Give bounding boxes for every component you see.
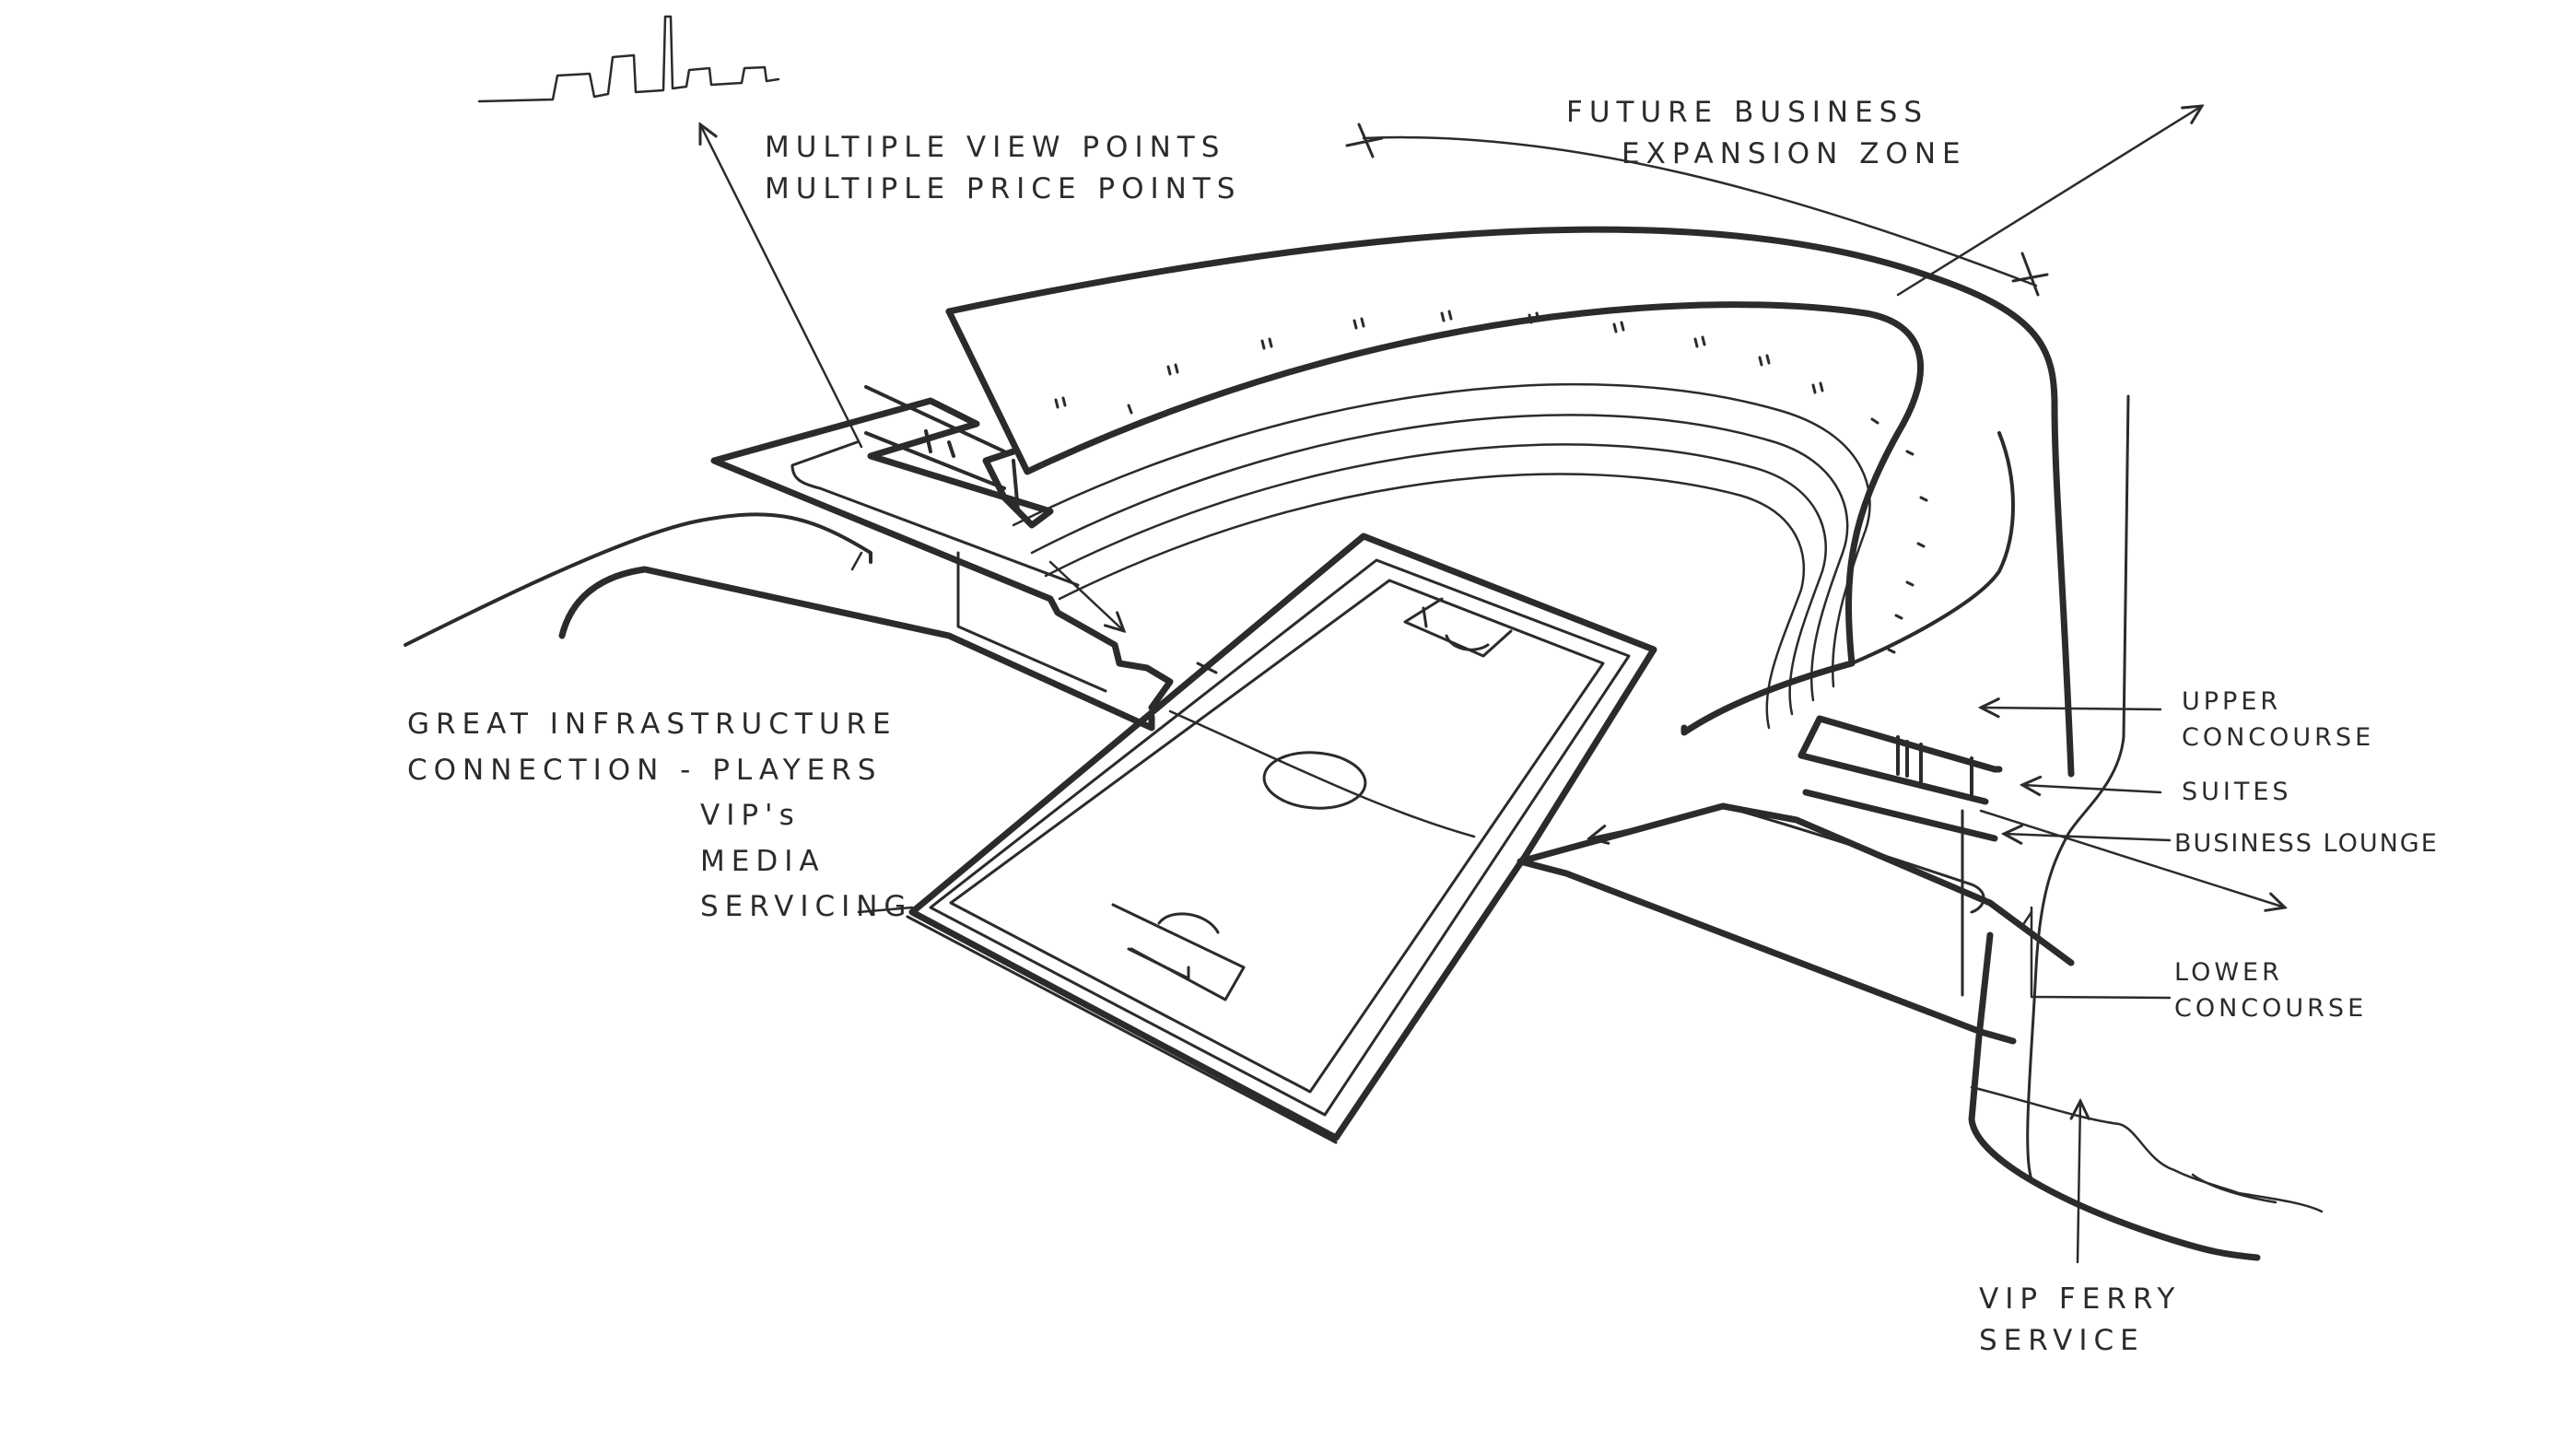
water-line-2 xyxy=(2191,1173,2277,1204)
tier-line-4 xyxy=(1058,473,1806,730)
left-stand-arrow xyxy=(1048,560,1124,631)
label-infrastructure-line5: SERVICING xyxy=(700,890,913,924)
left-podium-lower xyxy=(558,566,1155,732)
label-multiple-points: MULTIPLE VIEW POINTS MULTIPLE PRICE POIN… xyxy=(765,127,1241,210)
upper-stand-outline xyxy=(1850,431,2015,665)
right-suite-boxes xyxy=(1896,735,1973,796)
label-lower-concourse-line2: CONCOURSE xyxy=(2174,994,2368,1024)
pitch-outer xyxy=(908,533,1657,1142)
right-stand xyxy=(1516,802,2075,1045)
label-future-business-line2: EXPANSION ZONE xyxy=(1622,136,1967,170)
goal-area-bottom xyxy=(1127,947,1190,980)
upper-concourse-arrow xyxy=(1981,708,2162,709)
tier-line-1 xyxy=(1012,382,1871,688)
future-zone-tick-right xyxy=(2011,252,2049,297)
label-vip-ferry-line2: SERVICE xyxy=(1979,1323,2145,1357)
pitch-left-edge xyxy=(906,915,1338,1144)
halfway-line xyxy=(1168,709,1476,838)
riverbank-upper xyxy=(2026,394,2130,1181)
city-skyline xyxy=(477,15,780,103)
label-lower-concourse-line1: LOWER xyxy=(2174,958,2283,987)
penalty-arc-bottom xyxy=(1157,912,1220,934)
right-stand-slab xyxy=(1797,715,2003,842)
right-concourse-curve xyxy=(1721,804,1985,914)
label-suites: SUITES xyxy=(2182,778,2292,806)
left-stand xyxy=(710,397,1174,711)
goal-area-top xyxy=(1422,606,1428,628)
centre-circle xyxy=(1262,751,1367,810)
label-upper-concourse-line2: CONCOURSE xyxy=(2182,723,2375,753)
label-infrastructure-line3: VIP's xyxy=(700,799,801,833)
label-lower-concourse: LOWER CONCOURSE xyxy=(2174,954,2367,1026)
service-road-arrow xyxy=(1979,809,2285,908)
label-business-lounge: BUSINESS LOUNGE xyxy=(2174,829,2439,858)
right-stand-arrow xyxy=(1589,814,1697,838)
lower-concourse-bracket xyxy=(2020,910,2033,928)
pitch-surround xyxy=(929,558,1631,1117)
water-line xyxy=(1970,1085,2324,1213)
left-stand-balcony xyxy=(864,385,1020,513)
tier-line-2 xyxy=(1030,414,1849,702)
label-vip-ferry: VIP FERRY SERVICE xyxy=(1979,1279,2181,1362)
left-stand-inner xyxy=(790,440,1080,587)
future-zone-tick-left xyxy=(1345,123,1384,158)
expansion-arrow xyxy=(1896,106,2202,297)
penalty-arc-top xyxy=(1445,634,1490,651)
label-infrastructure-line2: CONNECTION - PLAYERS xyxy=(407,753,883,787)
upper-stand-roof xyxy=(945,301,1924,736)
ferry-arrow xyxy=(2078,1101,2080,1264)
lower-concourse-arrow xyxy=(2030,906,2172,1000)
infrastructure-arrow xyxy=(857,906,914,914)
upper-stand-front-edge xyxy=(945,226,2075,778)
label-future-business: FUTURE BUSINESS EXPANSION ZONE xyxy=(1566,92,1967,175)
suites-arrow xyxy=(2022,785,2162,792)
label-infrastructure-line1: GREAT INFRASTRUCTURE xyxy=(407,708,897,741)
label-future-business-line1: FUTURE BUSINESS xyxy=(1566,96,1929,129)
left-podium-arrow xyxy=(850,551,863,571)
pitch-field xyxy=(949,579,1605,1094)
tier-line-3 xyxy=(1044,443,1827,716)
label-infrastructure-line4: MEDIA xyxy=(700,844,825,878)
view-points-arrow xyxy=(700,124,863,449)
label-upper-concourse-line1: UPPER xyxy=(2182,687,2282,716)
label-vip-ferry-line1: VIP FERRY xyxy=(1979,1282,2182,1316)
label-infrastructure: GREAT INFRASTRUCTURE CONNECTION - PLAYER… xyxy=(407,702,912,931)
business-lounge-arrow xyxy=(2004,834,2172,840)
seat-ticks xyxy=(1054,310,1928,654)
future-zone-arrow xyxy=(1362,135,2038,287)
left-podium xyxy=(404,512,872,647)
label-upper-concourse: UPPER CONCOURSE xyxy=(2182,684,2374,755)
label-multiple-view-points: MULTIPLE VIEW POINTS xyxy=(765,131,1226,164)
riverbank-edge xyxy=(1968,931,2261,1261)
label-multiple-price-points: MULTIPLE PRICE POINTS xyxy=(765,171,1242,205)
